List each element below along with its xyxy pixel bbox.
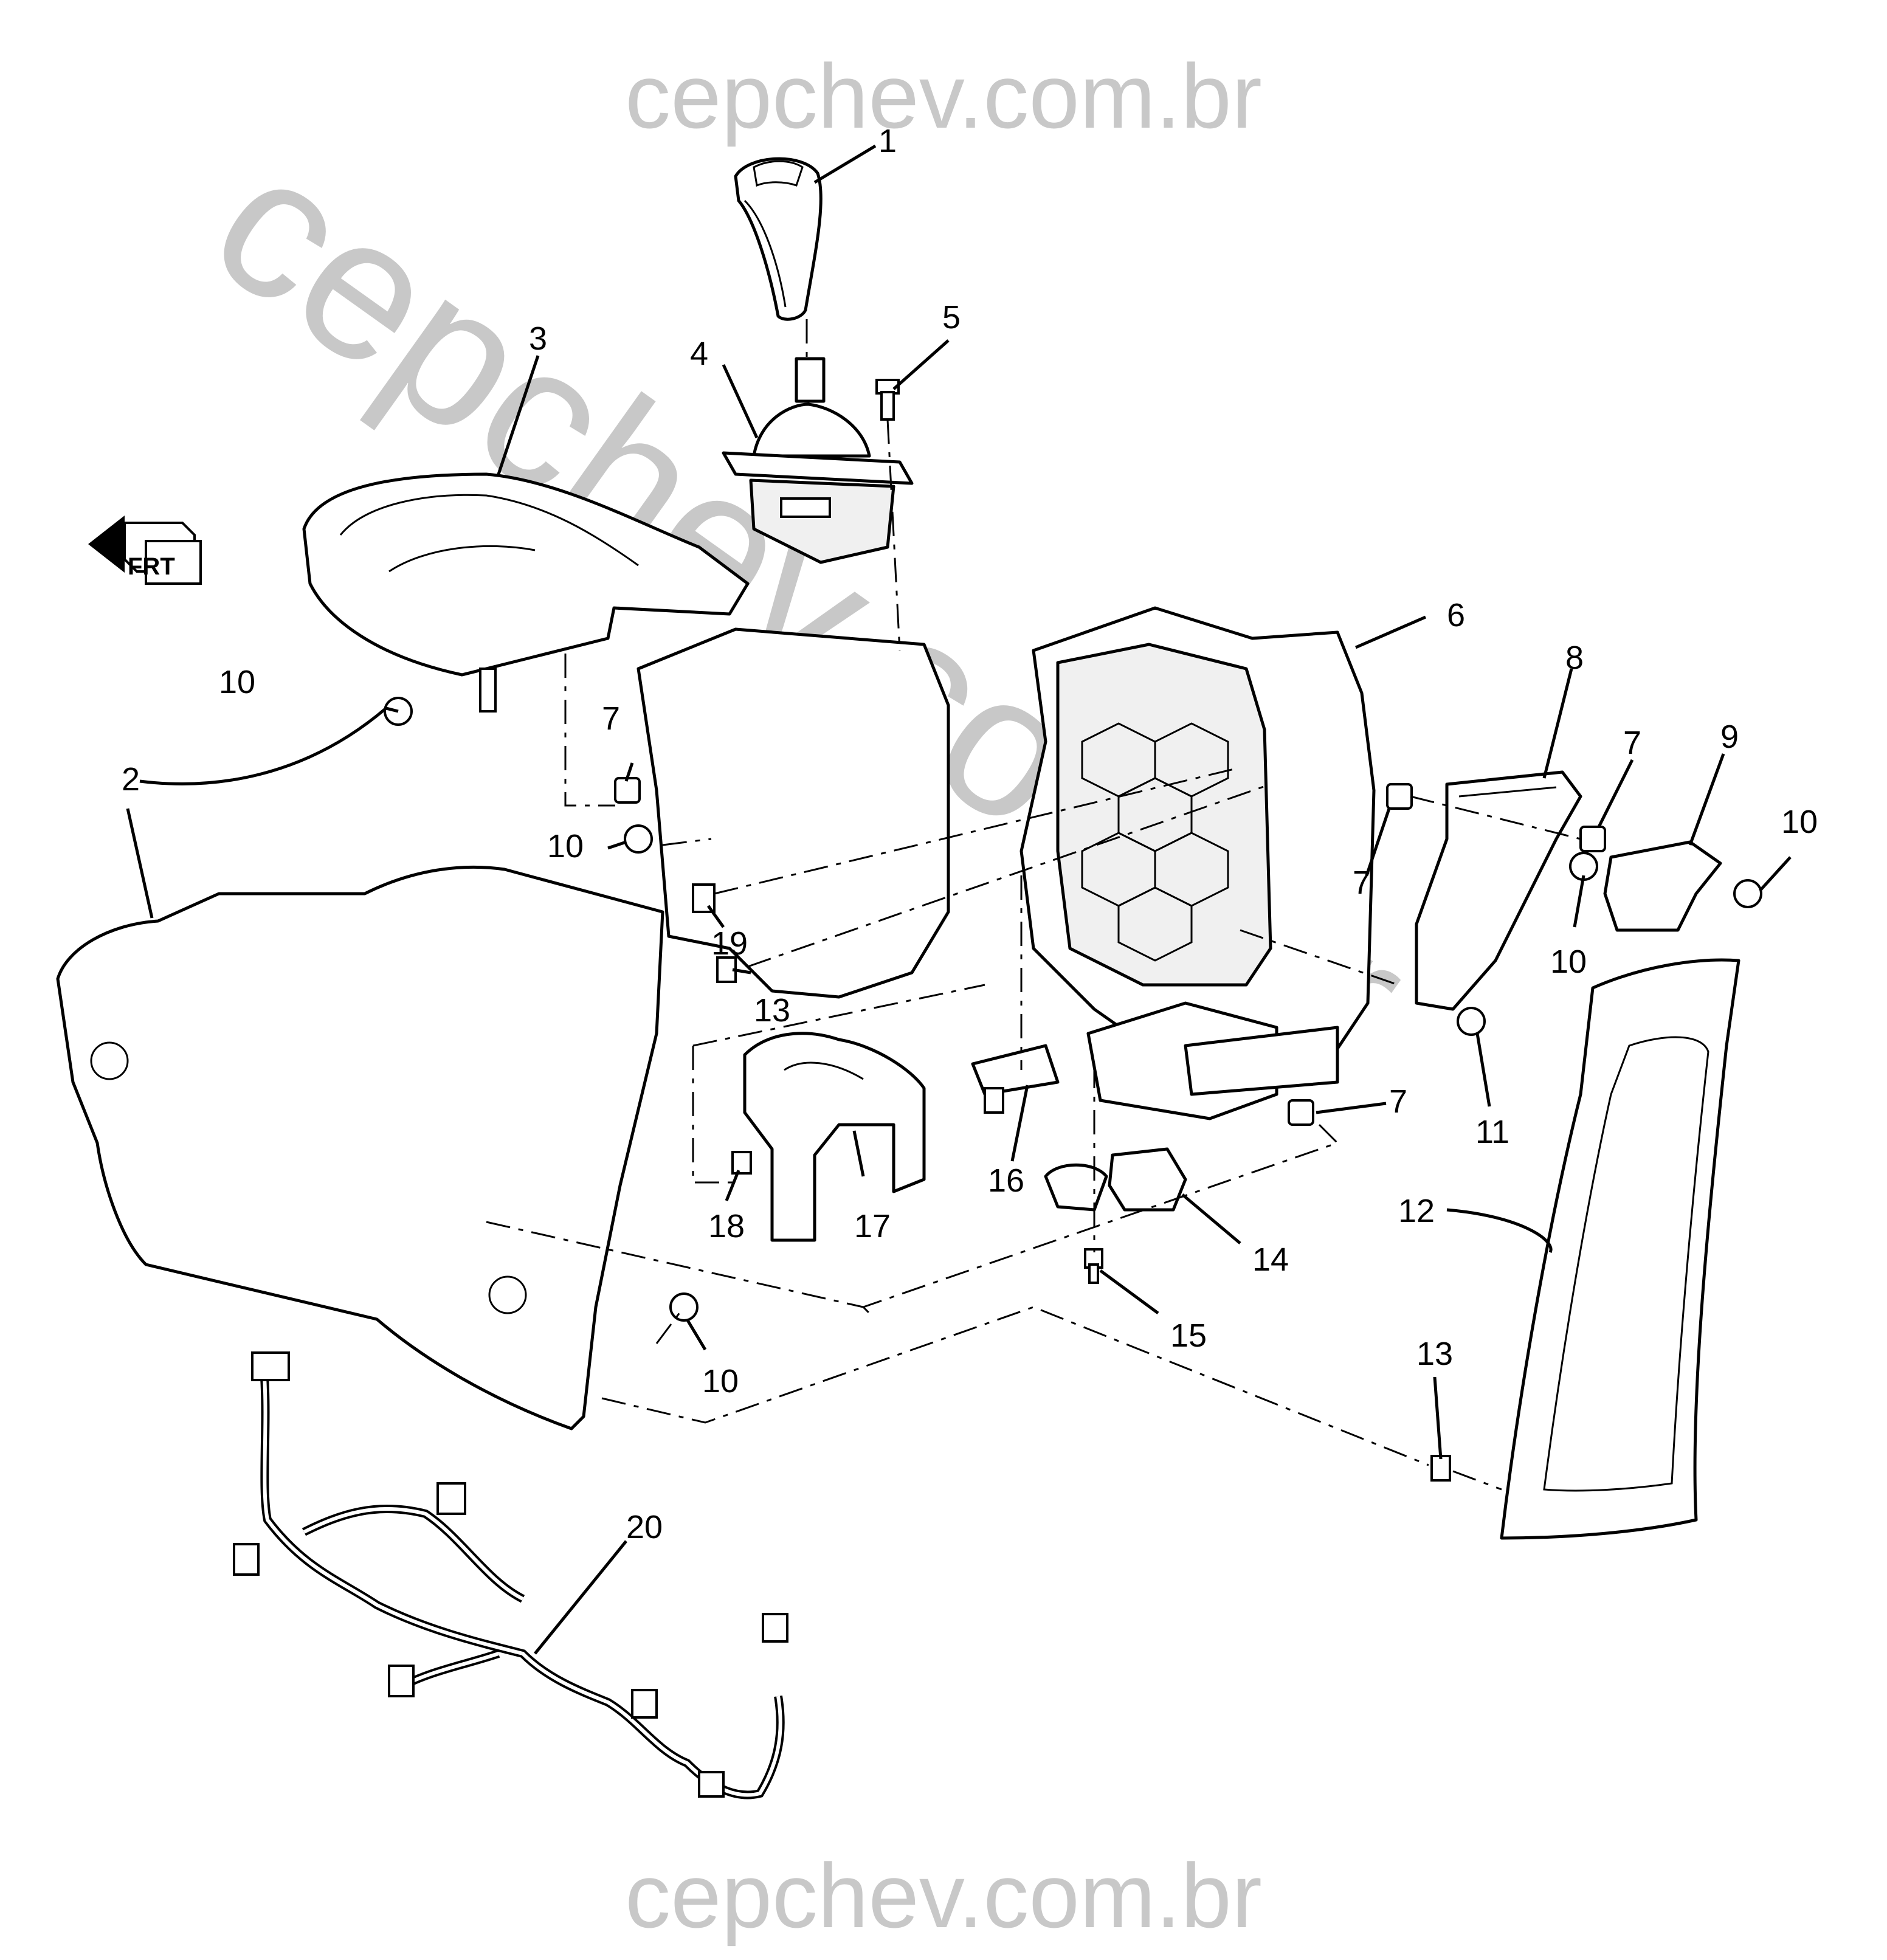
part-console-rear-panel xyxy=(1500,958,1740,1540)
part-screw-15 xyxy=(1084,1248,1103,1284)
part-bracket-9 xyxy=(1603,840,1722,932)
callout-labels: 1 2 3 4 5 6 7 7 7 7 8 9 10 10 10 10 10 1… xyxy=(122,123,1818,1545)
part-shift-control xyxy=(722,357,914,564)
fastener-nut-7d xyxy=(1288,1099,1314,1126)
callout-15: 15 xyxy=(1170,1317,1207,1354)
callout-13-a: 13 xyxy=(754,992,790,1029)
callout-10-e: 10 xyxy=(702,1363,739,1399)
callout-1: 1 xyxy=(878,123,897,159)
part-bracket-17 xyxy=(743,1032,926,1242)
fastener-bolt-10b xyxy=(624,824,653,854)
callout-12: 12 xyxy=(1398,1193,1435,1229)
callout-7-b: 7 xyxy=(1353,864,1371,901)
fastener-bolt-11 xyxy=(1457,1007,1486,1036)
part-console-trim-plate xyxy=(302,472,750,713)
fastener-bolt-10e xyxy=(669,1292,699,1322)
callout-18: 18 xyxy=(708,1208,745,1244)
callout-2: 2 xyxy=(122,761,140,798)
callout-7-c: 7 xyxy=(1623,725,1641,761)
part-shift-knob xyxy=(734,157,823,321)
front-direction-arrow-icon xyxy=(88,516,202,585)
callout-19: 19 xyxy=(711,925,748,962)
assembly-centerlines xyxy=(486,319,1581,1491)
callout-9: 9 xyxy=(1720,719,1739,755)
callout-8: 8 xyxy=(1565,640,1584,676)
callout-10-c: 10 xyxy=(1550,944,1587,980)
fastener-nut-7a xyxy=(614,777,641,804)
callout-4: 4 xyxy=(690,336,708,372)
frt-label: FRT xyxy=(128,553,175,580)
callout-17: 17 xyxy=(854,1208,891,1244)
callout-7-a: 7 xyxy=(602,700,620,737)
part-wiring-harness xyxy=(233,1351,788,1800)
part-console-side-panel-left xyxy=(56,865,664,1430)
callout-7-d: 7 xyxy=(1389,1083,1407,1120)
part-bracket-8 xyxy=(1415,770,1582,1011)
callout-6: 6 xyxy=(1447,597,1465,633)
fastener-clip-13b xyxy=(1430,1455,1451,1482)
fastener-bolt-10d xyxy=(1733,879,1762,908)
part-hinge-16b xyxy=(1044,1163,1108,1212)
callout-10-a: 10 xyxy=(219,664,255,700)
part-module-14 xyxy=(1108,1147,1187,1212)
callout-10-d: 10 xyxy=(1781,804,1818,840)
fastener-clip-18 xyxy=(731,1151,752,1175)
callout-5: 5 xyxy=(942,299,961,336)
callout-3: 3 xyxy=(529,320,547,357)
callout-20: 20 xyxy=(626,1509,663,1545)
watermark-top: cepchev.com.br xyxy=(625,45,1262,147)
callout-11: 11 xyxy=(1475,1114,1509,1150)
callout-10-b: 10 xyxy=(547,828,584,864)
leader-lines xyxy=(126,144,1792,1655)
part-bracket-16 xyxy=(971,1044,1060,1114)
callout-14: 14 xyxy=(1252,1241,1289,1278)
callout-16: 16 xyxy=(988,1162,1024,1199)
callout-13-b: 13 xyxy=(1416,1336,1453,1372)
watermark-bottom: cepchev.com.br xyxy=(625,1844,1262,1947)
fastener-nut-7b xyxy=(1386,783,1413,810)
fastener-nut-7c xyxy=(1579,826,1606,852)
front-direction-indicator: FRT xyxy=(88,516,202,585)
